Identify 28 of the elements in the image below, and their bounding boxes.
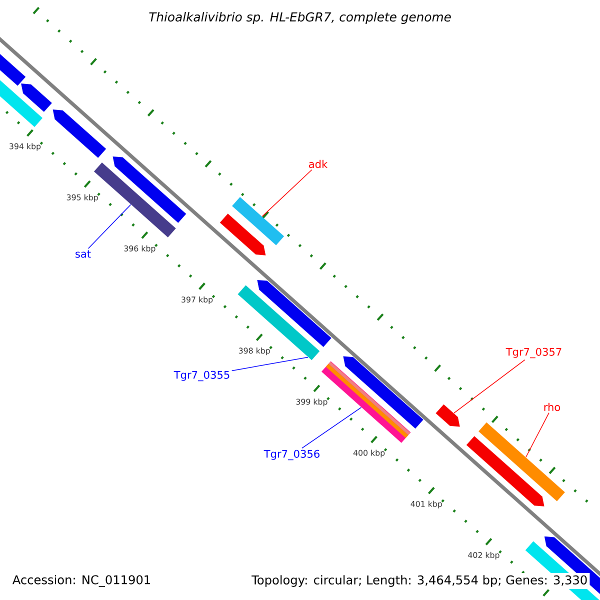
gene-label: Tgr7_0357 xyxy=(506,348,562,358)
leader-line xyxy=(526,412,550,458)
gene-label: adk xyxy=(309,160,328,168)
gene-bar xyxy=(232,197,284,246)
gene-label: Tgr7_0355 xyxy=(174,370,230,382)
gene-bar xyxy=(21,83,52,112)
leader-line xyxy=(88,204,132,249)
title: Thioalkalivibrio sp. HL-EbGR7, complete genome xyxy=(149,12,451,24)
footer-text: Topology: circular; Length: 3,464,554 bp; Genes: 3,330 xyxy=(249,573,590,589)
gene-label: rho xyxy=(544,402,560,412)
gene-bar xyxy=(478,422,565,502)
leader-line xyxy=(302,407,362,449)
gene-label: sat xyxy=(76,250,91,258)
gene-bar xyxy=(0,54,26,86)
leader-line xyxy=(262,169,312,217)
footer-text: Accession: NC_011901 xyxy=(10,572,154,590)
gene-bar xyxy=(257,280,332,347)
gene-bar xyxy=(0,80,43,127)
gene-bar xyxy=(436,404,460,427)
gene-bar xyxy=(343,356,424,429)
gene-bar xyxy=(238,285,320,360)
leader-line xyxy=(454,359,526,414)
gene-bar xyxy=(466,436,544,506)
gene-bar xyxy=(220,214,266,256)
leader-line xyxy=(231,356,308,372)
gene-bar xyxy=(52,110,106,158)
gene-bar xyxy=(112,156,186,223)
gene-label: Tgr7_0356 xyxy=(264,450,320,460)
